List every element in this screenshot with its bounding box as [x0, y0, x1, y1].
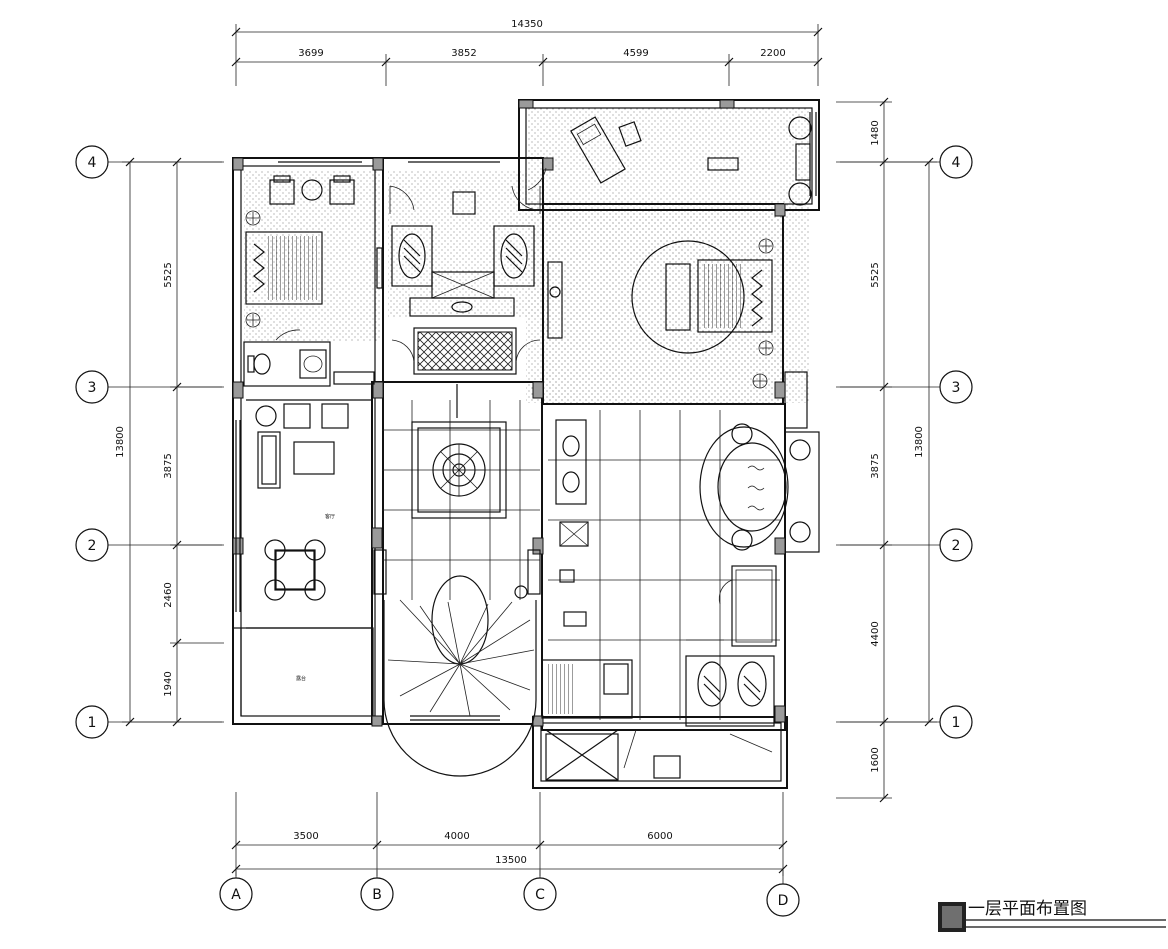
right-dim-3: 3875 — [870, 453, 881, 478]
axis-bubble-2-left: 2 — [75, 528, 109, 562]
bottom-dim-3: 6000 — [647, 831, 672, 842]
right-dimensions: 1480 5525 3875 4400 1600 13800 — [836, 97, 937, 803]
axis-label: D — [778, 893, 789, 909]
top-dim-2: 3852 — [451, 48, 476, 59]
living-room-label: 客厅 — [325, 513, 335, 520]
drawing-title: 一层平面布置图 — [968, 899, 1087, 919]
left-dim-1: 5525 — [163, 262, 174, 287]
axis-label: A — [231, 887, 241, 903]
axis-grid — [108, 161, 940, 884]
bath-right — [548, 410, 811, 727]
bedroom-left — [245, 175, 383, 328]
left-dim-3: 2460 — [163, 582, 174, 607]
axis-bubble-A: A — [219, 877, 253, 911]
bathroom-left — [243, 329, 375, 387]
columns — [232, 99, 786, 727]
left-dimensions: 13800 5525 3875 2460 1940 — [115, 157, 224, 727]
axis-label: 4 — [88, 155, 97, 171]
axis-bubble-3-right: 3 — [939, 370, 973, 404]
top-dimensions: 14350 3699 3852 4599 2200 — [231, 19, 823, 86]
top-total-dim: 14350 — [511, 19, 543, 30]
axis-label: 3 — [88, 380, 97, 396]
bottom-total-dim: 13500 — [495, 855, 527, 866]
right-total-dim: 13800 — [914, 426, 925, 458]
axis-bubble-1-right: 1 — [939, 705, 973, 739]
balcony-label: 露台 — [296, 675, 306, 682]
left-dim-2: 3875 — [163, 453, 174, 478]
staircase — [383, 575, 537, 777]
bath-center — [389, 185, 563, 375]
axis-bubble-D: D — [766, 883, 800, 917]
service-rooms — [541, 659, 773, 781]
axis-bubble-4-left: 4 — [75, 145, 109, 179]
axis-bubble-2-right: 2 — [939, 528, 973, 562]
right-dim-4: 4400 — [870, 621, 881, 646]
bottom-dimensions: 3500 4000 6000 13500 — [231, 792, 788, 876]
left-total-dim: 13800 — [115, 426, 126, 458]
walls — [232, 99, 820, 789]
title-block: 一层平面布置图 — [938, 899, 1166, 932]
top-dim-3: 4599 — [623, 48, 648, 59]
axis-label: 1 — [88, 715, 97, 731]
axis-bubble-C: C — [523, 877, 557, 911]
top-dim-1: 3699 — [298, 48, 323, 59]
living-room: 客厅 — [255, 403, 349, 601]
bottom-dim-2: 4000 — [444, 831, 469, 842]
right-dim-2: 5525 — [870, 262, 881, 287]
axis-label: B — [372, 887, 382, 903]
left-dim-4: 1940 — [163, 671, 174, 696]
title-logo — [938, 902, 966, 932]
bottom-dim-1: 3500 — [293, 831, 318, 842]
axis-label: 2 — [952, 538, 961, 554]
axis-bubble-4-right: 4 — [939, 145, 973, 179]
top-dim-4: 2200 — [760, 48, 785, 59]
foyer — [373, 384, 541, 600]
right-dim-1: 1480 — [870, 120, 881, 145]
axis-label: C — [535, 887, 545, 903]
axis-label: 3 — [952, 380, 961, 396]
axis-label: 1 — [952, 715, 961, 731]
axis-label: 2 — [88, 538, 97, 554]
axis-bubble-B: B — [360, 877, 394, 911]
master-bedroom — [527, 116, 812, 389]
windows — [235, 112, 817, 721]
axis-bubble-3-left: 3 — [75, 370, 109, 404]
right-dim-5: 1600 — [870, 747, 881, 772]
axis-label: 4 — [952, 155, 961, 171]
balcony: 露台 — [296, 675, 306, 682]
axis-bubble-1-left: 1 — [75, 705, 109, 739]
